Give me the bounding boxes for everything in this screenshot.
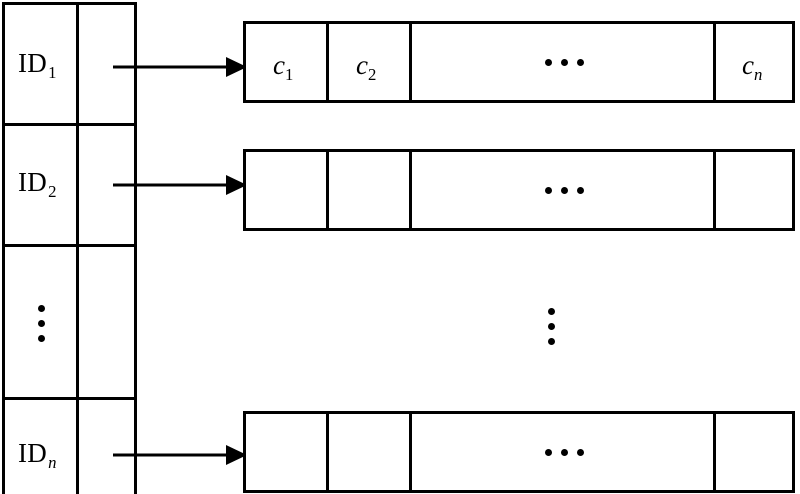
cell-row-2: [243, 149, 795, 231]
cell-row-1-horizontal-ellipsis: [545, 59, 584, 66]
id-label-row-2-text: ID: [18, 167, 48, 197]
pointer-arrow-1: [113, 57, 247, 77]
ellipsis-dot: [561, 187, 568, 194]
id-label-row-1-text: ID: [18, 48, 48, 78]
ellipsis-dot: [577, 187, 584, 194]
id-table-column-divider: [76, 2, 79, 494]
ellipsis-dot: [545, 59, 552, 66]
id-label-row-n-subscript: n: [48, 453, 57, 472]
cell-row-2-divider-2: [409, 149, 412, 231]
id-table-row-divider-3: [2, 397, 137, 400]
cell-label-1-1: c1: [273, 50, 293, 83]
ellipsis-dot: [38, 305, 45, 312]
ellipsis-dot: [577, 59, 584, 66]
id-table-row-divider-1: [2, 123, 137, 126]
id-label-row-1: ID1: [18, 48, 56, 81]
cell-label-1-n-text: c: [742, 50, 754, 80]
id-table-vertical-ellipsis: [38, 305, 45, 342]
ellipsis-dot: [545, 449, 552, 456]
cell-row-n-divider-3: [713, 411, 716, 493]
ellipsis-dot: [561, 59, 568, 66]
cell-label-1-n-subscript: n: [753, 65, 763, 84]
cell-label-1-n: cn: [742, 50, 762, 83]
cell-label-1-1-text: c: [273, 50, 285, 80]
id-label-row-n: IDn: [18, 438, 56, 471]
cell-row-1-divider-3: [713, 21, 716, 103]
cell-row-n-horizontal-ellipsis: [545, 449, 584, 456]
ellipsis-dot: [38, 335, 45, 342]
cell-row-n-divider-2: [409, 411, 412, 493]
ellipsis-dot: [548, 308, 555, 315]
cell-row-n-divider-1: [326, 411, 329, 493]
id-label-row-1-subscript: 1: [48, 63, 57, 82]
cell-row-1: [243, 21, 795, 103]
ellipsis-dot: [548, 323, 555, 330]
cell-row-2-divider-1: [326, 149, 329, 231]
cell-row-2-divider-3: [713, 149, 716, 231]
ellipsis-dot: [38, 320, 45, 327]
cell-row-1-divider-2: [409, 21, 412, 103]
ellipsis-dot: [548, 338, 555, 345]
pointer-arrow-2: [113, 175, 247, 195]
cell-row-2-horizontal-ellipsis: [545, 187, 584, 194]
ellipsis-dot: [561, 449, 568, 456]
cell-label-1-2-text: c: [356, 50, 368, 80]
ellipsis-dot: [577, 449, 584, 456]
cell-label-1-2: c2: [356, 50, 376, 83]
cell-row-n: [243, 411, 795, 493]
cell-label-1-2-subscript: 2: [367, 65, 377, 84]
id-column-table: [2, 2, 137, 494]
pointer-arrow-n: [113, 445, 247, 465]
cell-row-1-divider-1: [326, 21, 329, 103]
id-label-row-n-text: ID: [18, 438, 48, 468]
id-label-row-2: ID2: [18, 167, 56, 200]
ellipsis-dot: [545, 187, 552, 194]
cell-rows-vertical-ellipsis: [548, 308, 555, 345]
id-table-row-divider-2: [2, 244, 137, 247]
id-label-row-2-subscript: 2: [48, 182, 57, 201]
cell-label-1-1-subscript: 1: [284, 65, 294, 84]
